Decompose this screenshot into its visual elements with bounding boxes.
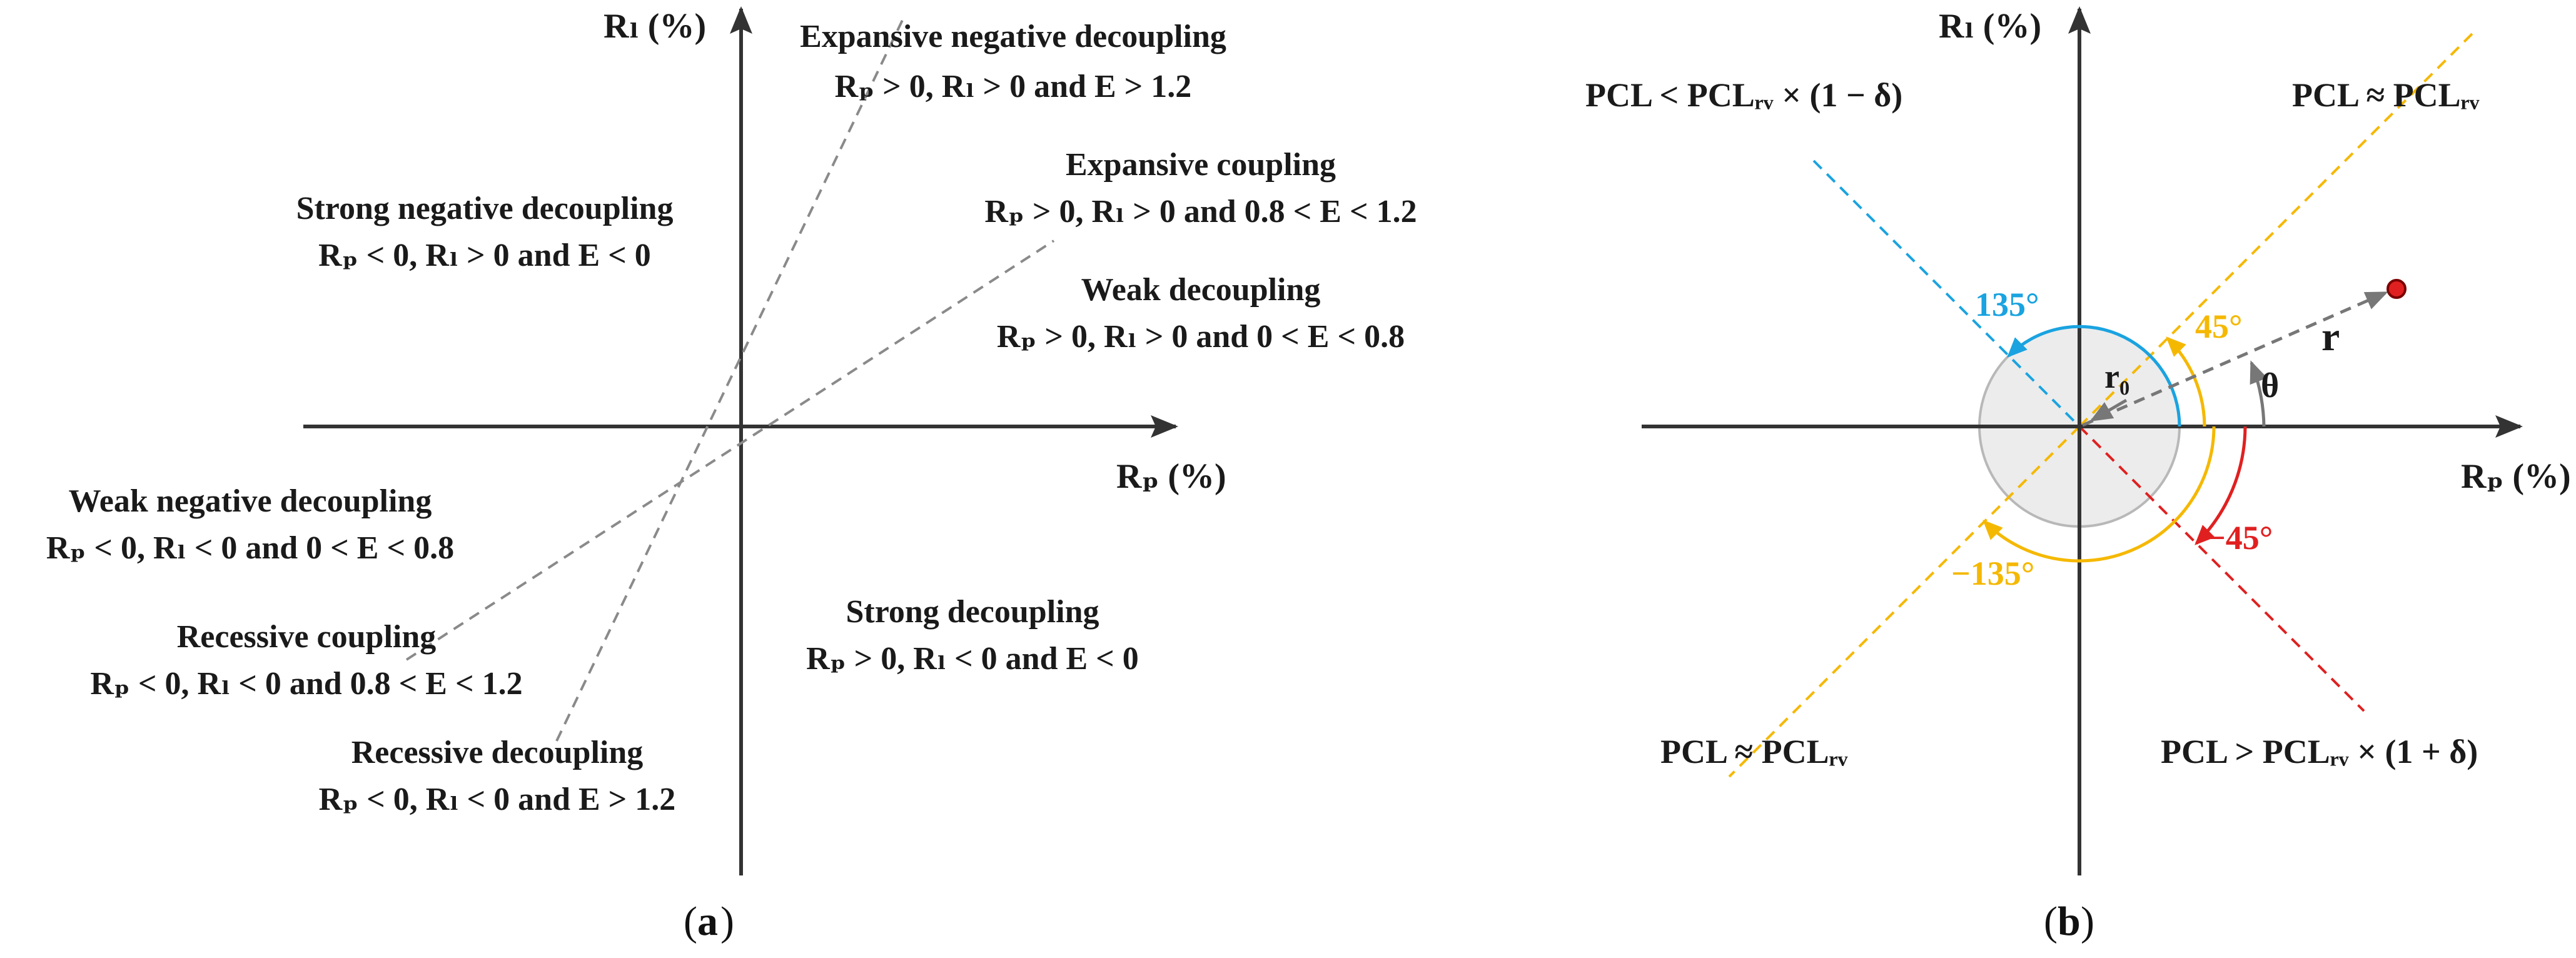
arc-minus-135 bbox=[1983, 426, 2216, 563]
region-title-7: Recessive decoupling bbox=[351, 735, 644, 770]
panel-a-y-axis-label: Rₗ (%) bbox=[604, 7, 706, 46]
angle-label-minus-45: −45° bbox=[2206, 519, 2273, 557]
diagonal-135 bbox=[1812, 159, 2081, 428]
region-title-4: Weak negative decoupling bbox=[69, 483, 432, 519]
panel-b-caption-close: ) bbox=[2081, 899, 2094, 944]
region-title-3: Weak decoupling bbox=[1081, 272, 1321, 308]
arc-minus-45 bbox=[2195, 426, 2247, 545]
diagonal-minus-135 bbox=[1728, 425, 2081, 778]
angle-label-minus-135: −135° bbox=[1951, 555, 2034, 592]
region-condition-6: Rₚ > 0, Rₗ < 0 and E < 0 bbox=[806, 641, 1139, 677]
region-title-1: Expansive coupling bbox=[1066, 147, 1336, 183]
r0-arrow bbox=[2089, 398, 2128, 422]
region-title-6: Strong decoupling bbox=[846, 594, 1099, 630]
quadrant-label-bottom-left: PCL ≈ PCLᵣᵥ bbox=[1660, 733, 1848, 770]
region-condition-1: Rₚ > 0, Rₗ > 0 and 0.8 < E < 1.2 bbox=[984, 194, 1417, 229]
region-condition-5: Rₚ < 0, Rₗ < 0 and 0.8 < E < 1.2 bbox=[90, 666, 522, 702]
panel-a-caption-open: ( bbox=[684, 899, 697, 944]
panel-b-caption: b bbox=[2058, 899, 2081, 944]
panel-b-caption-open: ( bbox=[2044, 899, 2058, 944]
panel-a: Rₗ (%) Rₚ (%) Expansive negative decoupl… bbox=[46, 6, 1417, 944]
panel-b: Rₗ (%) Rₚ (%) PCL < PCLᵣᵥ × (1 − δ) PCL … bbox=[1585, 6, 2571, 944]
boundary-line-e1.2 bbox=[555, 17, 905, 742]
panel-a-x-axis-label: Rₚ (%) bbox=[1116, 457, 1226, 496]
quadrant-label-top-left: PCL < PCLᵣᵥ × (1 − δ) bbox=[1585, 76, 1902, 114]
panel-b-x-axis-label: Rₚ (%) bbox=[2461, 457, 2571, 496]
region-condition-3: Rₚ > 0, Rₗ > 0 and 0 < E < 0.8 bbox=[997, 319, 1405, 355]
region-condition-2: Rₚ < 0, Rₗ > 0 and E < 0 bbox=[318, 238, 651, 273]
theta-label: θ bbox=[2261, 366, 2279, 405]
region-condition-7: Rₚ < 0, Rₗ < 0 and E > 1.2 bbox=[319, 782, 676, 817]
panel-a-caption: a bbox=[697, 899, 718, 944]
quadrant-label-top-right: PCL ≈ PCLᵣᵥ bbox=[2292, 76, 2480, 114]
panel-b-y-axis-label: Rₗ (%) bbox=[1939, 7, 2041, 46]
region-title-0: Expansive negative decoupling bbox=[800, 19, 1226, 54]
angle-label-45: 45° bbox=[2195, 308, 2243, 345]
region-title-5: Recessive coupling bbox=[177, 619, 437, 655]
region-condition-4: Rₚ < 0, Rₗ < 0 and 0 < E < 0.8 bbox=[46, 530, 454, 566]
boundary-line-e0.8 bbox=[405, 239, 1055, 661]
region-condition-0: Rₚ > 0, Rₗ > 0 and E > 1.2 bbox=[835, 69, 1192, 104]
panel-a-caption-close: ) bbox=[720, 899, 734, 944]
arc-theta bbox=[2250, 360, 2268, 427]
arc-45 bbox=[2166, 336, 2206, 427]
arc-135 bbox=[2007, 325, 2181, 427]
diagonal-minus-45 bbox=[2078, 425, 2365, 712]
vector-label: r bbox=[2321, 314, 2340, 360]
region-title-2: Strong negative decoupling bbox=[296, 191, 674, 226]
angle-label-135: 135° bbox=[1975, 286, 2039, 323]
quadrant-label-bottom-right: PCL > PCLᵣᵥ × (1 + δ) bbox=[2161, 733, 2478, 770]
radius-label: r₀ bbox=[2104, 358, 2129, 395]
data-point bbox=[2387, 279, 2407, 299]
